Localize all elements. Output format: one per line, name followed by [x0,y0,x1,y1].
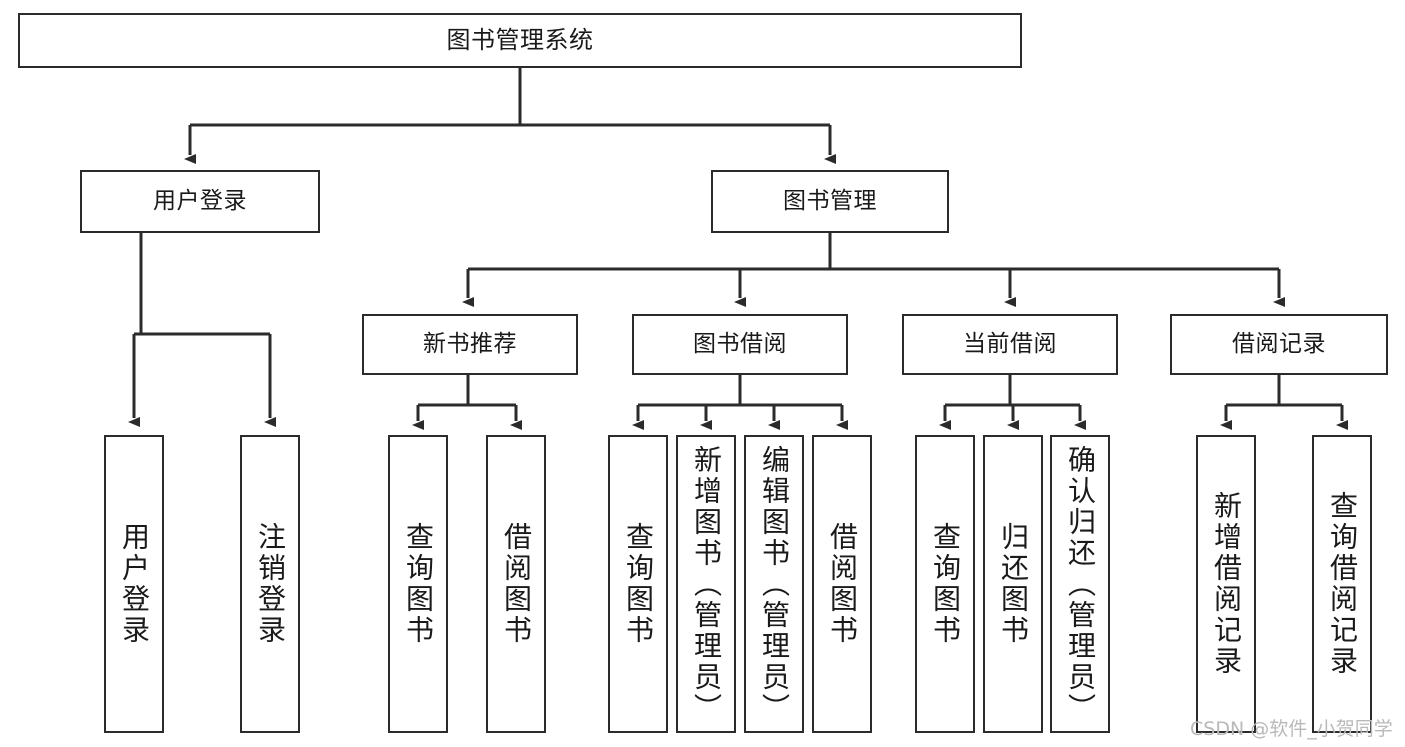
leaf-return-book[interactable]: 归还图书 [983,435,1043,733]
node-label: 图书管理 [783,188,877,215]
node-borrow-record[interactable]: 借阅记录 [1170,314,1388,375]
node-label: 编辑图书（管理员） [758,444,791,724]
node-label: 确认归还（管理员） [1064,444,1097,724]
node-book-management[interactable]: 图书管理 [711,170,949,233]
node-label: 借阅图书 [826,522,859,646]
leaf-borrow-book-recommend[interactable]: 借阅图书 [486,435,546,733]
node-user-login[interactable]: 用户登录 [80,170,320,233]
leaf-borrow-book[interactable]: 借阅图书 [812,435,872,733]
node-label: 新增借阅记录 [1210,491,1243,677]
leaf-edit-book-admin[interactable]: 编辑图书（管理员） [744,435,804,733]
node-label: 新增图书（管理员） [690,444,723,724]
node-label: 查询图书 [929,522,962,646]
node-root-book-management-system[interactable]: 图书管理系统 [18,13,1022,68]
node-label: 借阅记录 [1232,331,1326,358]
leaf-query-book-current[interactable]: 查询图书 [915,435,975,733]
node-label: 查询图书 [622,522,655,646]
leaf-add-borrow-record[interactable]: 新增借阅记录 [1196,435,1256,733]
leaf-user-login[interactable]: 用户登录 [104,435,164,733]
node-label: 当前借阅 [963,331,1057,358]
node-label: 借阅图书 [500,522,533,646]
node-label: 新书推荐 [423,331,517,358]
csdn-watermark: CSDN @软件_小贺同学 [1190,718,1393,740]
node-new-book-recommend[interactable]: 新书推荐 [362,314,578,375]
node-label: 查询图书 [402,522,435,646]
node-label: 注销登录 [254,522,287,646]
leaf-query-book-recommend[interactable]: 查询图书 [388,435,448,733]
leaf-add-book-admin[interactable]: 新增图书（管理员） [676,435,736,733]
node-book-borrow[interactable]: 图书借阅 [632,314,848,375]
node-label: 图书借阅 [693,331,787,358]
node-label: 图书管理系统 [446,25,594,54]
node-label: 归还图书 [997,522,1030,646]
node-current-borrow[interactable]: 当前借阅 [902,314,1118,375]
leaf-query-borrow-record[interactable]: 查询借阅记录 [1312,435,1372,733]
leaf-logout[interactable]: 注销登录 [240,435,300,733]
leaf-confirm-return-admin[interactable]: 确认归还（管理员） [1050,435,1110,733]
leaf-query-book-borrow[interactable]: 查询图书 [608,435,668,733]
node-label: 查询借阅记录 [1326,491,1359,677]
node-label: 用户登录 [153,188,247,215]
node-label: 用户登录 [118,522,151,646]
